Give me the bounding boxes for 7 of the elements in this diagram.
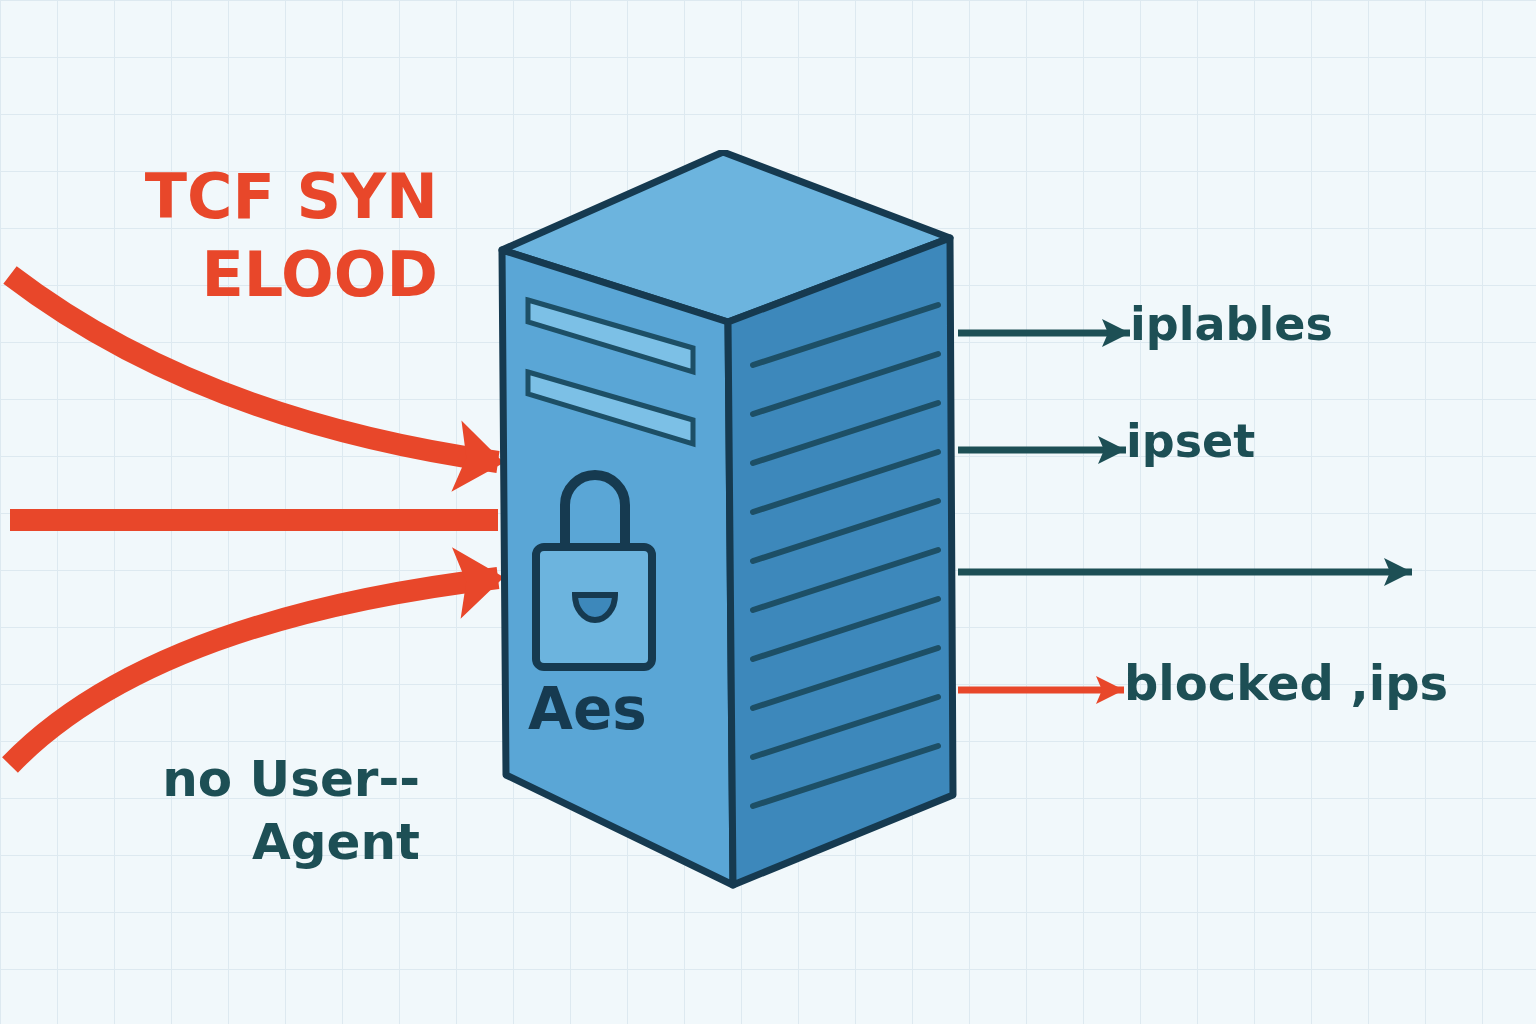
- server-label: Aes: [528, 675, 647, 743]
- header-label: no User-- Agent: [161, 749, 420, 873]
- output-label: ipset: [1126, 413, 1256, 470]
- output-label: blocked ,ips: [1124, 654, 1449, 713]
- attack-label: TCF SYN ELOOD: [143, 159, 438, 313]
- line: [10, 509, 498, 531]
- output-label: iplables: [1130, 296, 1333, 353]
